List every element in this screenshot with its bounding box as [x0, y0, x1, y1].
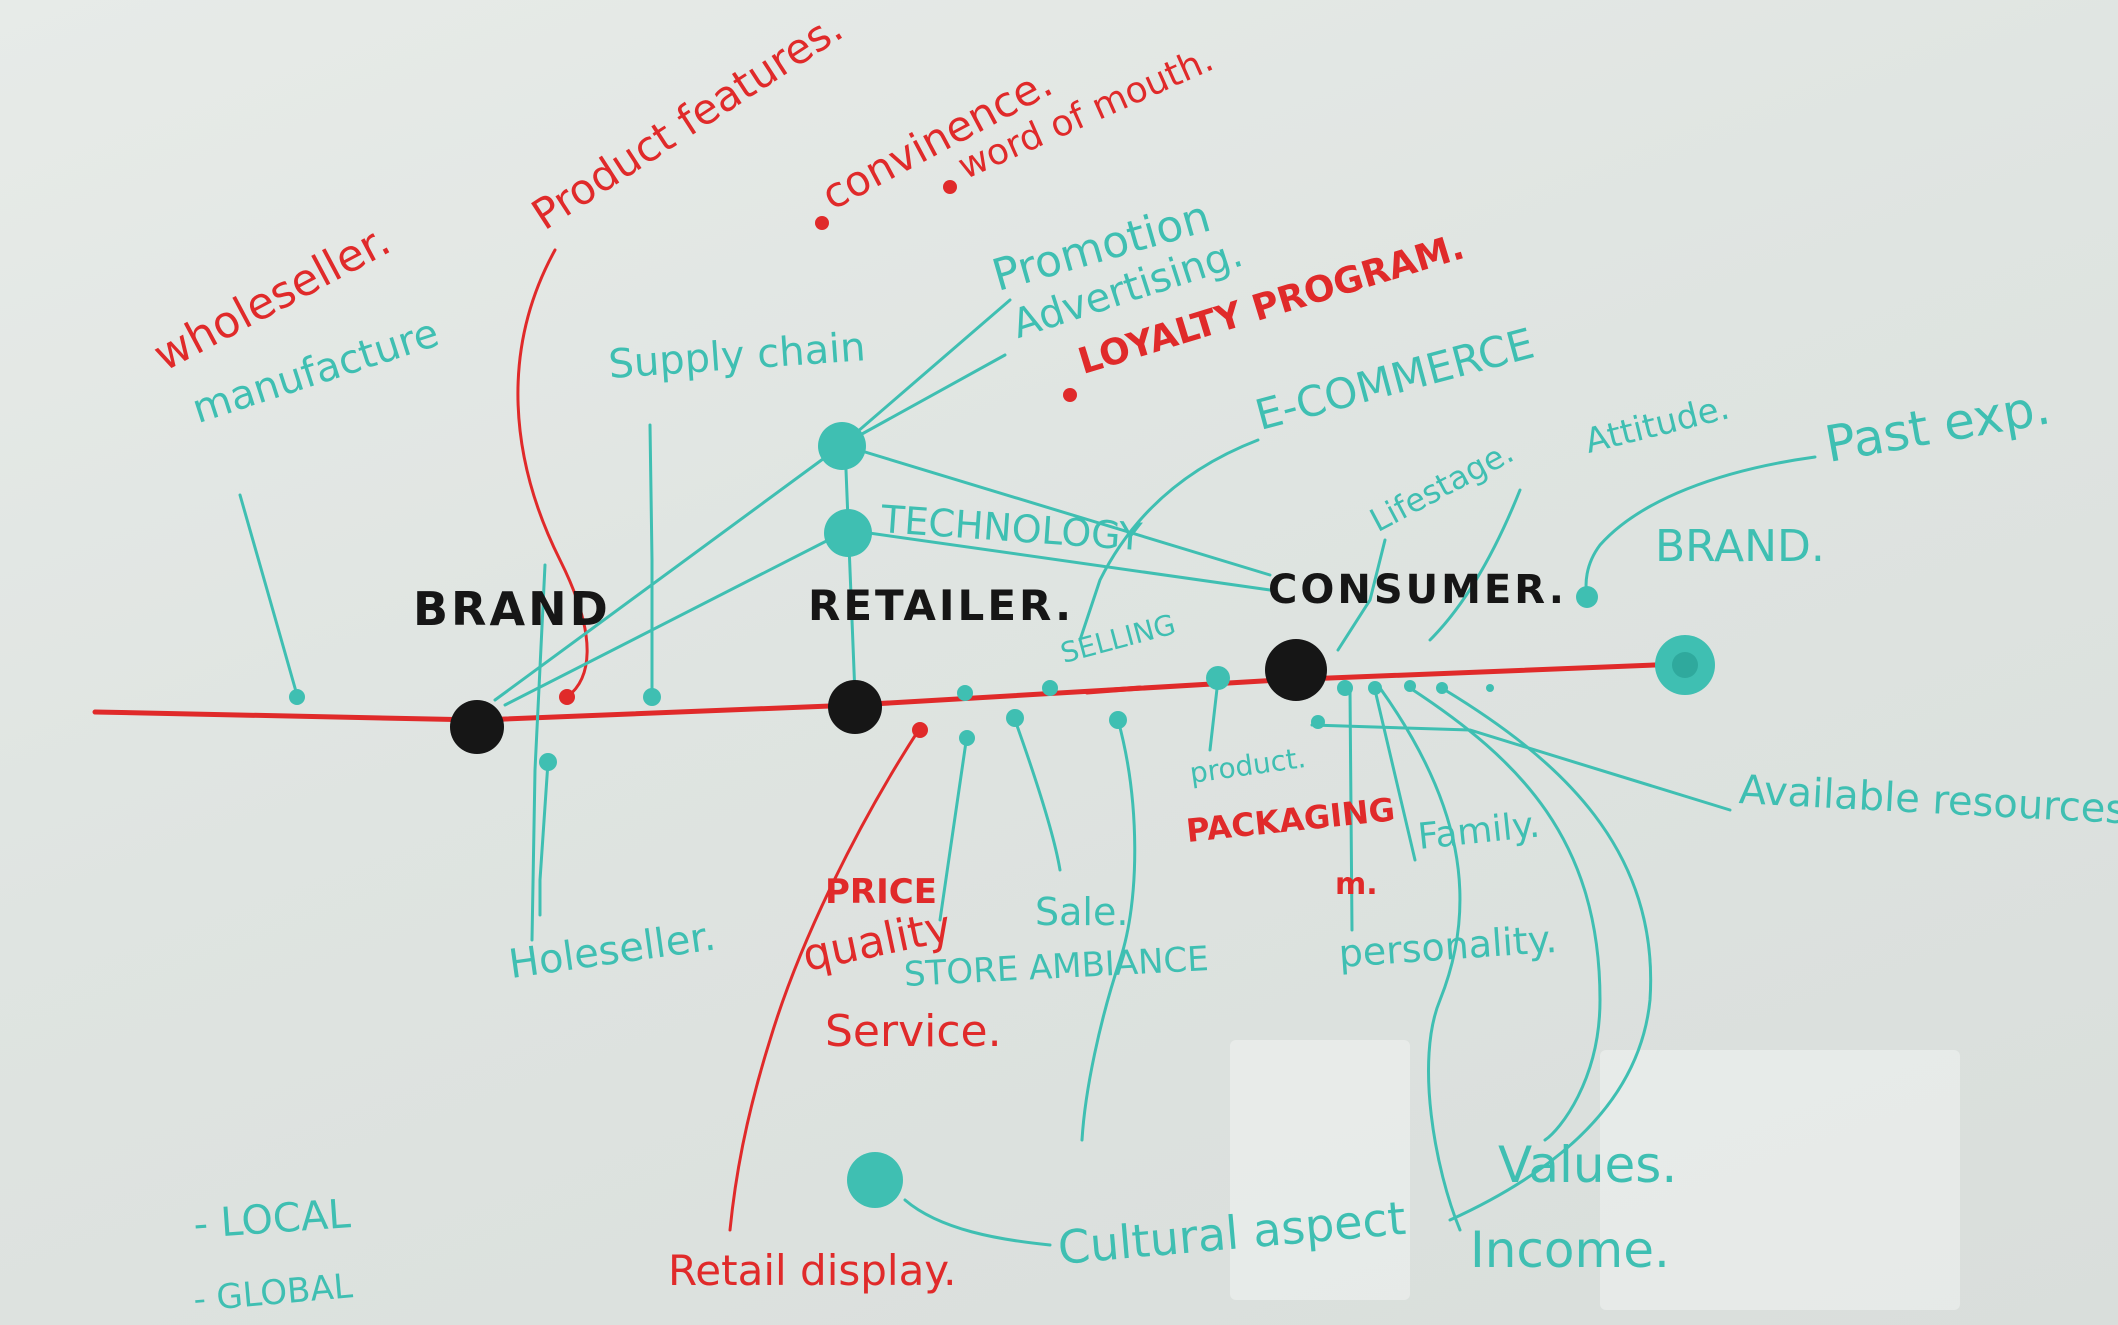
teal-connector	[493, 443, 844, 702]
teal-connector	[1080, 718, 1137, 1142]
teal-hub	[847, 1152, 903, 1208]
note-sale: Sale.	[1035, 890, 1129, 934]
red-connector	[516, 248, 589, 699]
teal-dot	[1436, 682, 1448, 694]
teal-dot	[1042, 680, 1058, 696]
teal-dot	[1404, 680, 1416, 692]
teal-connector	[1078, 438, 1260, 642]
consumer-label: CONSUMER.	[1268, 567, 1567, 613]
brand-label: BRAND	[413, 582, 611, 636]
teal-connector	[238, 493, 299, 697]
teal-connector	[1208, 678, 1220, 752]
teal-connector	[1584, 455, 1817, 597]
teal-connector	[1336, 538, 1387, 652]
teal-dot	[1337, 680, 1353, 696]
brand-node-dot	[450, 700, 504, 754]
red-dot	[1063, 388, 1077, 402]
teal-connector	[938, 733, 969, 922]
teal-connector	[903, 1198, 1052, 1247]
teal-dot	[1006, 709, 1024, 727]
teal-connector	[840, 298, 1012, 447]
window-reflection	[1600, 1050, 1960, 1310]
teal-connector	[503, 528, 850, 707]
teal-connector	[1428, 488, 1522, 642]
note-brand: BRAND.	[1655, 521, 1825, 572]
teal-dot	[1109, 711, 1127, 729]
red-dot	[559, 689, 575, 705]
red-connector	[1084, 685, 1143, 695]
teal-connector	[530, 563, 547, 942]
note-retail-display: Retail display.	[668, 1246, 957, 1295]
teal-connector	[846, 528, 1272, 592]
retailer-label: RETAILER.	[808, 581, 1075, 630]
retailer-node-dot	[828, 680, 882, 734]
note-m: m.	[1335, 867, 1378, 902]
teal-dot	[959, 730, 975, 746]
red-dot	[943, 180, 957, 194]
window-reflection	[1230, 1040, 1410, 1300]
teal-dot	[1486, 684, 1494, 692]
consumer-node-dot	[1265, 639, 1327, 701]
note-local: - LOCAL	[192, 1191, 352, 1248]
teal-connector	[538, 760, 550, 917]
note-service: Service.	[825, 1006, 1002, 1057]
teal-connector	[840, 443, 1272, 577]
red-connector	[728, 726, 922, 1232]
teal-dot	[1206, 666, 1230, 690]
red-dot	[912, 722, 928, 738]
teal-hub	[824, 509, 872, 557]
teal-connector	[1378, 686, 1462, 1232]
teal-dot	[643, 688, 661, 706]
teal-dot	[289, 689, 305, 705]
note-price: PRICE	[825, 872, 937, 912]
teal-dot	[1576, 586, 1598, 608]
teal-hub-end-inner	[1672, 652, 1698, 678]
teal-connector	[1348, 688, 1354, 932]
note-values: Values.	[1498, 1136, 1678, 1194]
teal-connector	[1373, 688, 1417, 862]
teal-connector	[1443, 688, 1653, 1222]
teal-connector	[1408, 686, 1602, 1142]
teal-dot	[957, 685, 973, 701]
teal-dot	[1311, 715, 1325, 729]
teal-dot	[539, 753, 557, 771]
teal-connector	[648, 423, 654, 697]
teal-connector	[840, 353, 1007, 447]
teal-hub	[818, 422, 866, 470]
note-income: Income.	[1470, 1221, 1670, 1279]
teal-dot	[1368, 681, 1382, 695]
teal-connector	[1013, 718, 1062, 872]
red-dot	[815, 216, 829, 230]
teal-connector	[843, 443, 857, 697]
